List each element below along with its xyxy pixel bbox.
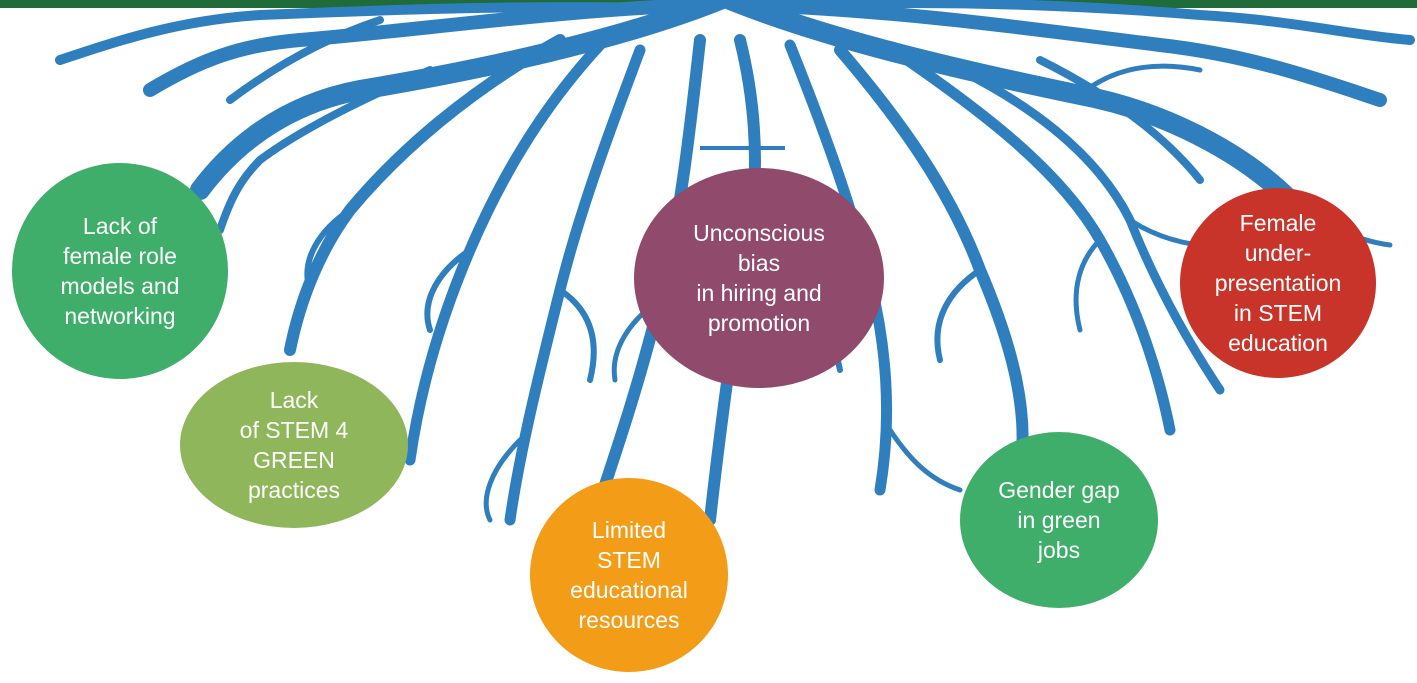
- cause-label-gender-gap: Gender gap in green jobs: [998, 477, 1120, 563]
- rootlet-7: [1073, 237, 1103, 333]
- cause-label-role-models: Lack of female role models and networkin…: [60, 213, 180, 329]
- cause-label-stem-green: Lack of STEM 4 GREEN practices: [239, 387, 349, 503]
- root-l: [226, 16, 384, 104]
- rootlet-2: [424, 247, 473, 333]
- rootlet-3: [557, 287, 597, 383]
- cause-gender-gap-green-jobs: Gender gap in green jobs: [960, 432, 1158, 608]
- root-a: [284, 34, 566, 356]
- root-main-right: [720, 0, 1300, 210]
- rootlet-6: [934, 267, 983, 363]
- root-k: [216, 66, 434, 234]
- cause-stem-green-practices: Lack of STEM 4 GREEN practices: [180, 362, 408, 528]
- rootlet-1: [304, 207, 353, 293]
- rootlet-9: [887, 427, 963, 493]
- root-main-right-far: [785, 0, 1415, 45]
- root-main-left-far: [55, 2, 665, 65]
- cause-label-resources: Limited STEM educational resources: [570, 517, 688, 633]
- cause-limited-resources: Limited STEM educational resources: [530, 478, 728, 672]
- root-main-right-upper: [743, 0, 1387, 107]
- cause-label-bias: Unconscious bias in hiring and promotion: [693, 220, 825, 336]
- cause-unconscious-bias: Unconscious bias in hiring and promotion: [634, 168, 884, 388]
- cause-female-under-presentation: Female under- presentation in STEM educa…: [1180, 188, 1376, 378]
- rootlet-13: [1077, 63, 1203, 98]
- rootlet-4: [483, 437, 523, 523]
- cause-female-role-models: Lack of female role models and networkin…: [12, 163, 228, 379]
- root-j: [1036, 56, 1204, 184]
- cause-label-under-presentation: Female under- presentation in STEM educa…: [1214, 210, 1342, 356]
